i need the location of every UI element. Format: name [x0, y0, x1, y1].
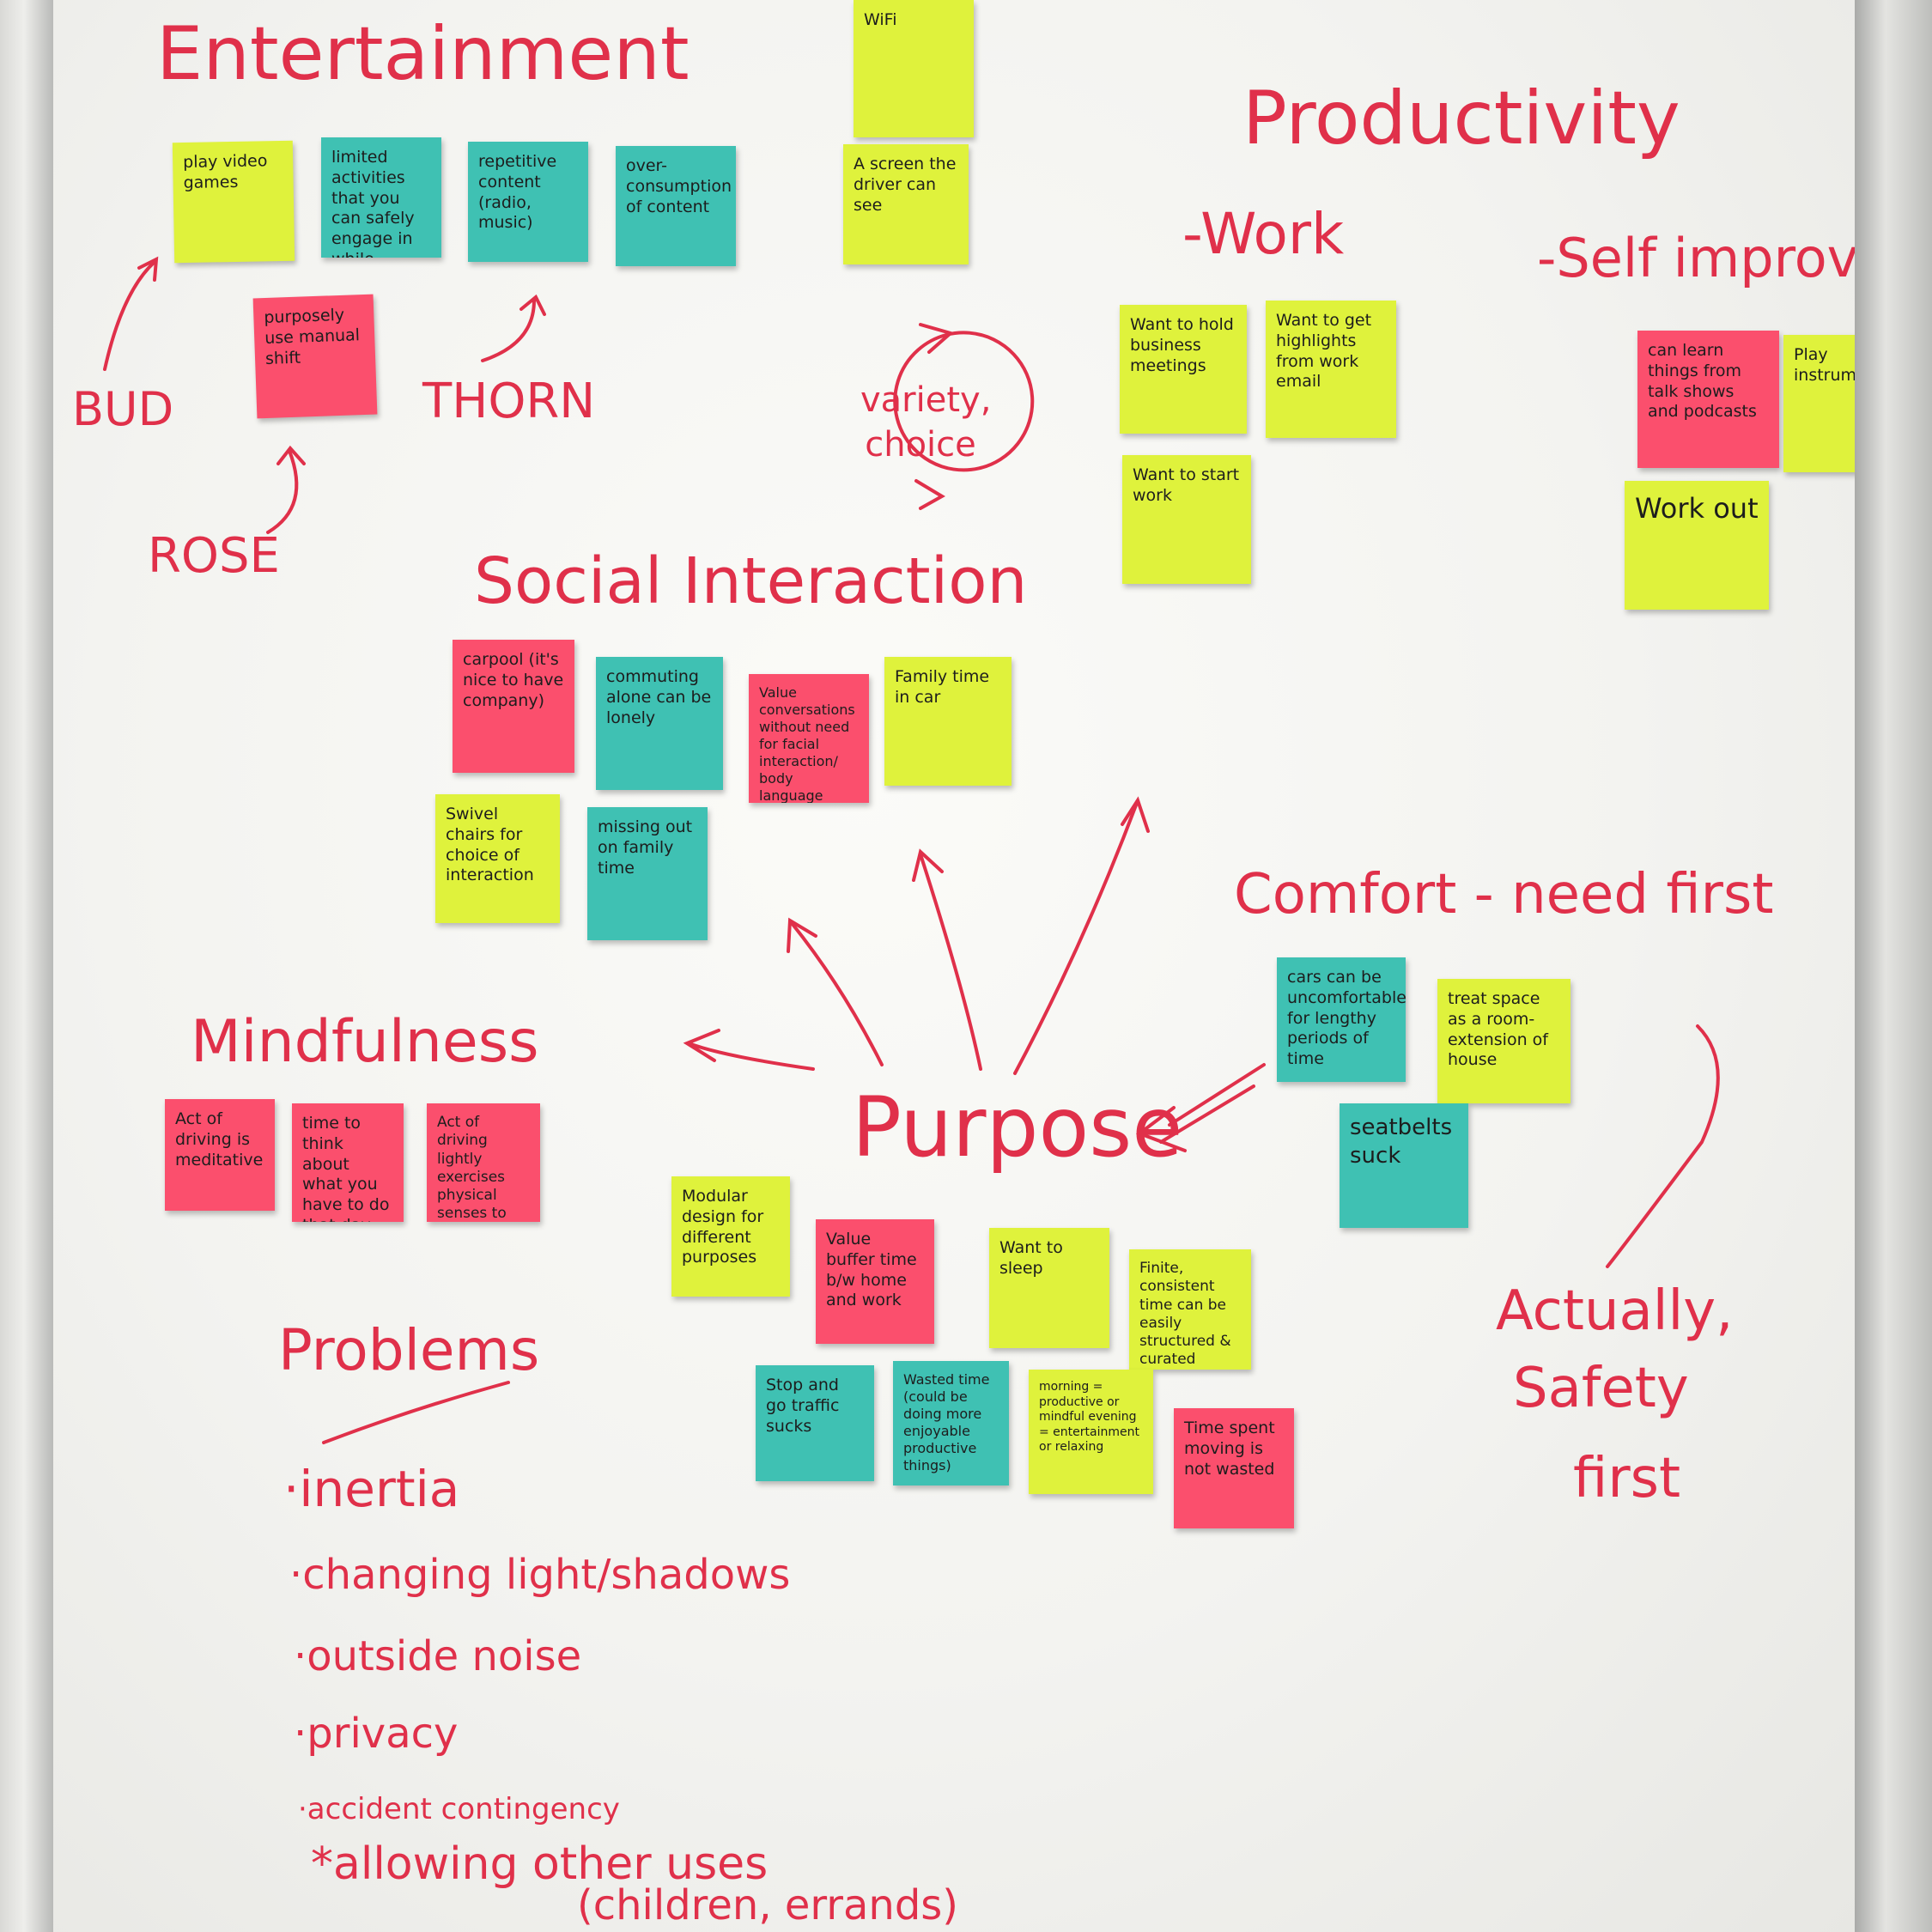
sticky-note: Act of driving is meditative [165, 1099, 275, 1211]
safety-curve [1606, 1024, 1720, 1268]
sticky-note: Finite, consistent time can be easily st… [1129, 1249, 1251, 1370]
sticky-note: WiFi [854, 0, 974, 137]
whiteboard-frame-left [0, 0, 53, 1932]
problem-item: ·changing light/shadows [289, 1551, 791, 1599]
arrow-to-productivity [1013, 801, 1139, 1075]
sticky-note: Want to get highlights from work email [1266, 301, 1396, 438]
sticky-note: can learn things from talk shows and pod… [1637, 331, 1779, 468]
sticky-note: Value buffer time b/w home and work [816, 1219, 934, 1344]
sticky-note: Act of driving lightly exercises physica… [427, 1103, 540, 1222]
sticky-note: Modular design for different purposes [671, 1176, 790, 1297]
problem-item: *allowing other uses [311, 1838, 769, 1890]
sticky-note: Value conversations without need for fac… [749, 674, 869, 803]
sticky-note: over-consumption of content [616, 146, 736, 266]
whiteboard: Entertainment Productivity -Work -Self i… [53, 0, 1855, 1932]
problem-item: ·inertia [283, 1460, 460, 1518]
heading-problems: Problems [278, 1317, 540, 1383]
sticky-note: purposely use manual shift [252, 294, 378, 419]
whiteboard-frame-right [1855, 0, 1932, 1932]
thorn-arrow [481, 299, 536, 362]
sticky-note: cars can be uncomfortable for lengthy pe… [1277, 957, 1406, 1082]
sticky-note: limited activities that you can safely e… [321, 137, 441, 258]
heading-entertainment: Entertainment [156, 11, 690, 97]
sticky-note: seatbelts suck [1340, 1103, 1468, 1228]
note-first: first [1573, 1447, 1681, 1510]
sticky-note: commuting alone can be lonely [596, 657, 723, 790]
sticky-note: time to think about what you have to do … [292, 1103, 404, 1222]
problem-item: ·outside noise [294, 1632, 582, 1680]
problem-item: ·accident contingency [298, 1792, 620, 1826]
rose-arrow [266, 449, 299, 534]
arrow-to-social-2 [919, 853, 982, 1071]
heading-productivity: Productivity [1242, 76, 1680, 161]
note-safety: Safety [1513, 1357, 1689, 1420]
label-thorn: THORN [422, 374, 596, 429]
sticky-note: Swivel chairs for choice of interaction [435, 794, 560, 923]
sticky-note: Family time in car [884, 657, 1012, 786]
sticky-note: Wasted time (could be doing more enjoyab… [893, 1361, 1009, 1485]
heading-mindfulness: Mindfulness [191, 1008, 539, 1076]
sticky-note: treat space as a room-extension of house [1437, 979, 1571, 1103]
arrow-to-mindfulness [687, 1042, 815, 1071]
sticky-note: Stop and go traffic sucks [756, 1365, 874, 1481]
sticky-note: Time spent moving is not wasted [1174, 1408, 1294, 1528]
bud-arrow [103, 260, 156, 371]
sticky-note: morning = productive or mindful evening … [1029, 1370, 1153, 1494]
heading-comfort: Comfort - need first [1234, 863, 1774, 927]
arrow-to-social-1 [790, 921, 884, 1066]
sticky-note: Want to start work [1122, 455, 1251, 584]
heading-work: -Work [1182, 201, 1345, 267]
problem-item: ·privacy [294, 1710, 459, 1758]
sticky-note: missing out on family time [587, 807, 708, 940]
sticky-note: Want to sleep [989, 1228, 1109, 1348]
sticky-note: A screen the driver can see [843, 144, 969, 264]
heading-social-interaction: Social Interaction [474, 544, 1028, 618]
sticky-note: play video games [172, 140, 295, 264]
problems-underline [322, 1381, 510, 1444]
problem-item: (children, errands) [577, 1881, 959, 1929]
sticky-note: repetitive content (radio, music) [468, 142, 588, 262]
sticky-note: Play instruments [1783, 335, 1855, 472]
heading-purpose: Purpose [852, 1079, 1183, 1176]
sticky-note: carpool (it's nice to have company) [453, 640, 574, 773]
sticky-note: Want to hold business meetings [1120, 305, 1247, 434]
sticky-note: Work out [1625, 481, 1769, 610]
heading-self-improvement: -Self improveme [1537, 227, 1855, 289]
note-actually: Actually, [1496, 1279, 1734, 1343]
label-bud: BUD [72, 382, 174, 436]
label-variety-choice: variety, choice [860, 380, 992, 465]
label-rose: ROSE [148, 528, 280, 584]
